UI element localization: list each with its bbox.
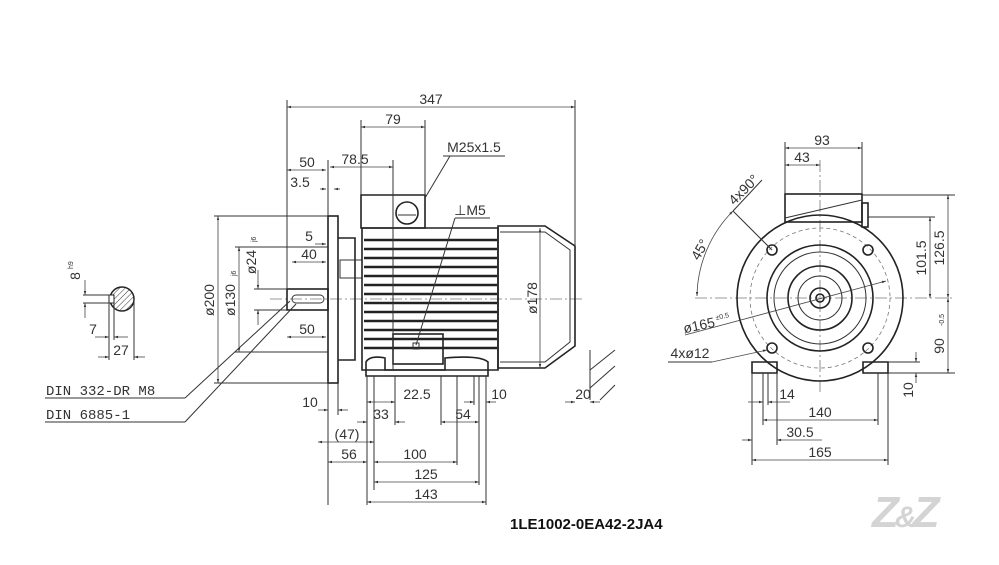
bolt-hole bbox=[862, 342, 874, 354]
foot-holes-label: 100 bbox=[403, 446, 427, 462]
terminal-box-offset-label: 78.5 bbox=[341, 151, 368, 167]
shaft-dia-label: ø24 bbox=[243, 250, 259, 274]
foot-length-label: 143 bbox=[414, 486, 438, 502]
ground-hatch bbox=[589, 349, 616, 401]
key-width-tol: h9 bbox=[68, 261, 75, 269]
cable-gland-front bbox=[861, 202, 869, 228]
foot-rear-label: 54 bbox=[455, 406, 471, 422]
shaft-height-tol: -0.5 bbox=[939, 314, 946, 326]
key-width-label: 8 bbox=[67, 272, 83, 280]
flange bbox=[327, 215, 339, 384]
key-standard-label: DIN 6885-1 bbox=[46, 408, 130, 424]
foot-edge-label: 30.5 bbox=[786, 424, 813, 440]
foot-end-label: 33 bbox=[373, 406, 389, 422]
shaft-shoulder-label: 5 bbox=[305, 228, 313, 244]
spigot-label: 3.5 bbox=[290, 174, 310, 190]
overall-length-label: 347 bbox=[419, 91, 443, 107]
key-depth-label: 7 bbox=[89, 321, 97, 337]
cable-gland-label: M25x1.5 bbox=[447, 139, 501, 155]
shaft-key bbox=[291, 294, 325, 304]
front-view: 45° 4x90° ø165 ±0.5 4xø12 93 43 126.5 10… bbox=[668, 132, 955, 465]
centre-hole-label: DIN 332-DR M8 bbox=[46, 384, 155, 400]
flange-thickness-label: 10 bbox=[302, 394, 318, 410]
pitch-circle bbox=[749, 227, 891, 369]
shaft-tol: j6 bbox=[251, 236, 258, 243]
box-width-label: 93 bbox=[814, 132, 830, 148]
pitch-circle-label: ø165 bbox=[682, 314, 717, 336]
box-height-label: 126.5 bbox=[931, 230, 947, 265]
flange-dia-label: ø200 bbox=[201, 284, 217, 316]
side-view: 347 79 78.5 50 3.5 M25x1.5 ⊥M5 ø178 ø200… bbox=[45, 91, 616, 505]
flange-to-shaft-label: 50 bbox=[299, 154, 315, 170]
key-length-label: 40 bbox=[301, 246, 317, 262]
foot-span-label: 140 bbox=[808, 404, 832, 420]
brand-logo: Z&Z bbox=[872, 488, 939, 537]
flange-neck bbox=[338, 237, 356, 361]
foot-slot-label: 22.5 bbox=[403, 386, 430, 402]
motor-feet bbox=[365, 356, 489, 377]
foot-slot-front-label: 14 bbox=[779, 386, 795, 402]
flange-holes-label: 4xø12 bbox=[671, 345, 710, 361]
pitch-tol: ±0.5 bbox=[715, 312, 730, 322]
bottom-dimensions: 10 22.5 10 33 54 (47) 56 100 125 143 20 bbox=[302, 376, 600, 505]
bolt-start-angle-label: 45° bbox=[687, 236, 711, 262]
spigot-tol: j6 bbox=[231, 270, 238, 277]
bolt-hole bbox=[766, 342, 778, 354]
motor-dia-label: ø178 bbox=[524, 282, 540, 314]
motor-body bbox=[361, 227, 499, 371]
fan-cover bbox=[497, 225, 576, 369]
bolt-angle-label: 4x90° bbox=[725, 171, 762, 208]
part-number: 1LE1002-0EA42-2JA4 bbox=[510, 516, 663, 533]
flange-to-foot-label: (47) bbox=[335, 426, 360, 442]
bolt-hole bbox=[766, 244, 778, 256]
cooling-fins bbox=[364, 238, 497, 350]
keyway bbox=[108, 294, 115, 304]
shaft-height-label: 90 bbox=[931, 338, 947, 354]
flange-outline bbox=[736, 214, 904, 382]
shoulder-to-foot-label: 56 bbox=[341, 446, 357, 462]
earth-screw-label: ⊥M5 bbox=[454, 202, 486, 218]
shaft-section: 8 h9 7 27 bbox=[67, 261, 145, 360]
terminal-box bbox=[360, 194, 426, 229]
shaft bbox=[286, 288, 329, 311]
earth-screw-icon bbox=[412, 342, 420, 350]
cable-gland-icon bbox=[395, 201, 419, 225]
gland-height-label: 101.5 bbox=[913, 240, 929, 275]
shaft-length-label: 50 bbox=[299, 321, 315, 337]
terminal-box-width-label: 79 bbox=[385, 111, 401, 127]
foot-total-label: 165 bbox=[808, 444, 832, 460]
shaft-height-label: 27 bbox=[113, 342, 129, 358]
bolt-hole bbox=[862, 244, 874, 256]
fan-clearance-label: 20 bbox=[575, 386, 591, 402]
box-offset-label: 43 bbox=[794, 149, 810, 165]
spigot-dia-label: ø130 bbox=[222, 284, 238, 316]
foot-holes-alt-label: 125 bbox=[414, 466, 438, 482]
foot-thickness-label: 10 bbox=[900, 382, 916, 398]
foot-width-side-label: 10 bbox=[491, 386, 507, 402]
shaft-end bbox=[809, 287, 831, 309]
